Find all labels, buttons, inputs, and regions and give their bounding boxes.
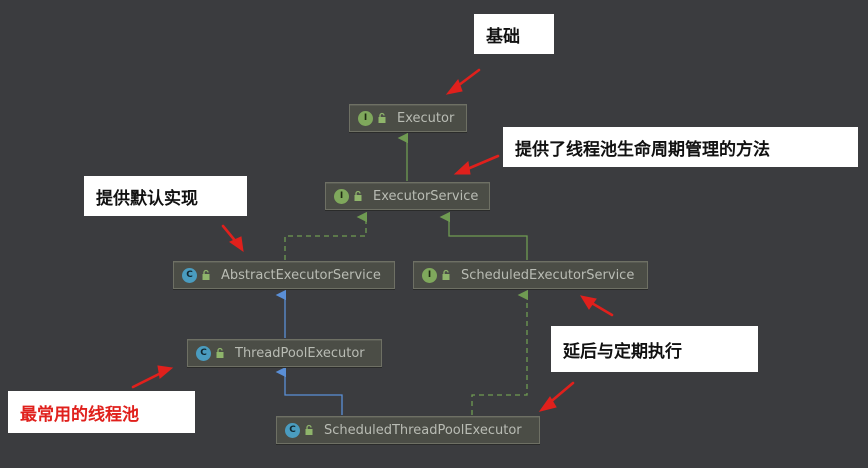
node-label: Executor bbox=[397, 110, 455, 126]
lock-icon bbox=[442, 269, 450, 280]
edge-scheduled-executor-service-extends-executor-service bbox=[439, 211, 528, 260]
node-scheduled-executor-service[interactable]: I ScheduledExecutorService bbox=[413, 261, 648, 289]
lock-icon bbox=[378, 112, 386, 123]
node-abstract-executor-service[interactable]: C AbstractExecutorService bbox=[173, 261, 395, 289]
callout-most-used: 最常用的线程池 bbox=[8, 391, 195, 433]
lock-icon bbox=[305, 424, 313, 435]
red-arrow-to-executor-service bbox=[453, 154, 500, 175]
node-executor-service[interactable]: I ExecutorService bbox=[325, 182, 490, 210]
interface-badge-icon: I bbox=[334, 188, 349, 204]
interface-badge-icon: I bbox=[422, 267, 437, 283]
class-badge-icon: C bbox=[182, 267, 197, 283]
node-label: ExecutorService bbox=[373, 188, 479, 204]
node-label: AbstractExecutorService bbox=[221, 267, 381, 283]
red-arrow-to-executor bbox=[445, 68, 481, 95]
node-label: ScheduledExecutorService bbox=[461, 267, 635, 283]
edge-abstract-executor-service-implements-executor-service bbox=[284, 211, 368, 260]
red-arrow-to-thread-pool-executor bbox=[131, 365, 174, 389]
red-arrow-to-scheduled-executor-service bbox=[579, 295, 614, 317]
lock-icon bbox=[216, 347, 224, 358]
lock-icon bbox=[354, 190, 362, 201]
callout-lifecycle: 提供了线程池生命周期管理的方法 bbox=[503, 127, 858, 167]
callout-default-impl: 提供默认实现 bbox=[84, 176, 247, 216]
class-badge-icon: C bbox=[196, 345, 211, 361]
red-arrow-to-scheduled-thread-pool-executor bbox=[538, 381, 575, 412]
interface-badge-icon: I bbox=[358, 110, 373, 126]
node-label: ScheduledThreadPoolExecutor bbox=[324, 422, 522, 438]
callout-delayed-periodic: 延后与定期执行 bbox=[551, 326, 758, 372]
edge-scheduled-thread-pool-executor-extends-thread-pool-executor bbox=[275, 366, 343, 415]
node-label: ThreadPoolExecutor bbox=[235, 345, 365, 361]
lock-icon bbox=[202, 269, 210, 280]
node-thread-pool-executor[interactable]: C ThreadPoolExecutor bbox=[187, 339, 382, 367]
node-scheduled-thread-pool-executor[interactable]: C ScheduledThreadPoolExecutor bbox=[276, 416, 540, 444]
callout-base: 基础 bbox=[474, 14, 554, 54]
red-arrow-to-abstract-executor-service bbox=[221, 224, 244, 253]
edge-scheduled-thread-pool-executor-implements-scheduled-executor-service bbox=[471, 289, 529, 415]
class-badge-icon: C bbox=[285, 422, 300, 438]
node-executor[interactable]: I Executor bbox=[349, 104, 467, 132]
